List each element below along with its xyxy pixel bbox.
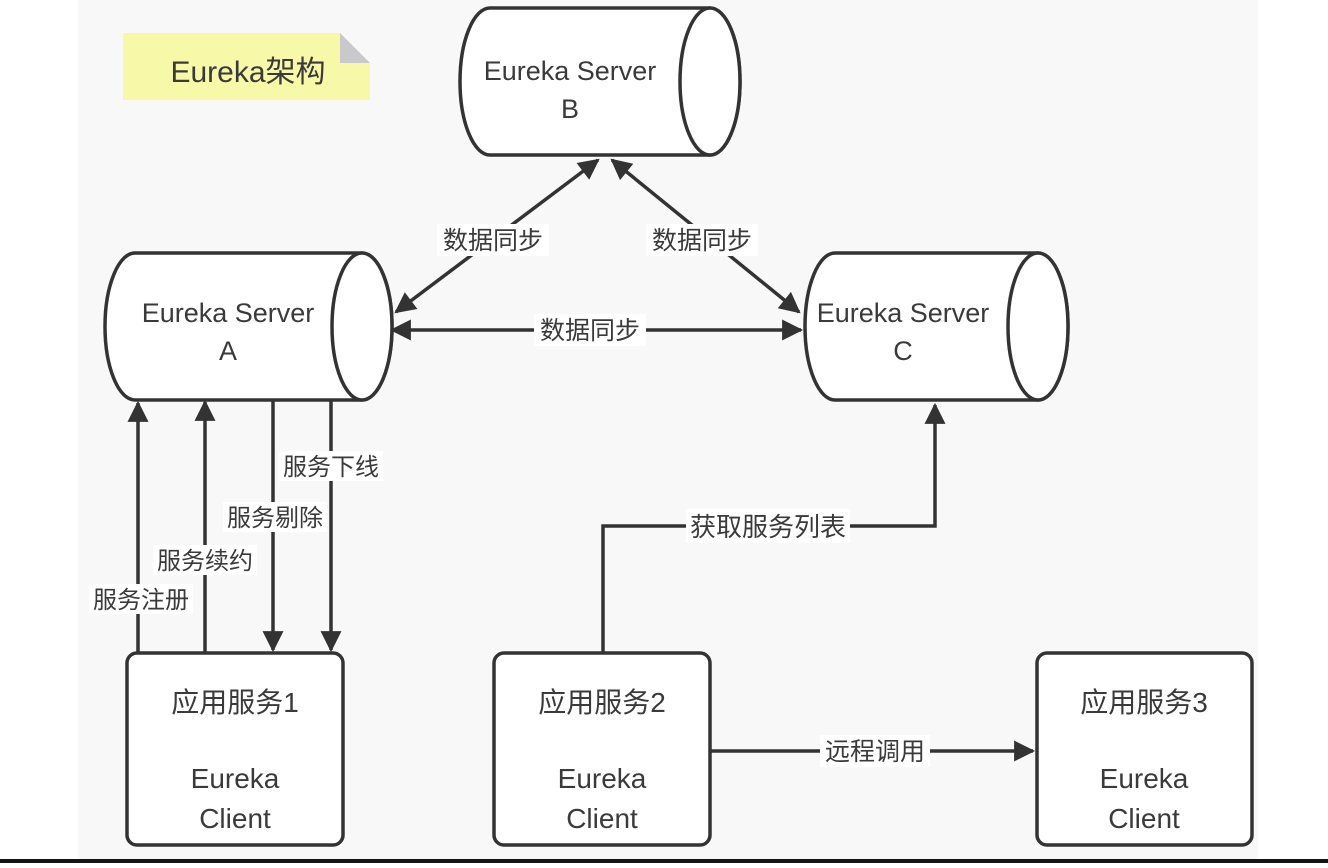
edge-label-sync-a-c: 数据同步 [534, 314, 646, 346]
node-eureka-server-a: Eureka Server A [103, 251, 394, 402]
server-id: A [219, 336, 237, 366]
edge-label-text: 服务下线 [283, 454, 379, 481]
cylinder-cap [678, 6, 742, 157]
cylinder-cap [330, 251, 394, 402]
edge-label-text: 数据同步 [443, 227, 543, 255]
server-name: Eureka Server [817, 298, 990, 328]
app-client-line1: Eureka [191, 763, 280, 794]
edge-label-sync-b-c: 数据同步 [646, 224, 758, 256]
app-box [125, 651, 345, 847]
edge-label-register: 服务注册 [89, 584, 193, 614]
bottom-divider-line [0, 859, 1328, 863]
cylinder-cap [1006, 251, 1070, 402]
app-client-line2: Client [199, 803, 271, 834]
server-id: C [893, 336, 913, 366]
app-client-line1: Eureka [1100, 763, 1189, 794]
sticky-note-fold-corner [340, 33, 370, 63]
edge-label-evict: 服务剔除 [223, 502, 327, 532]
edge-label-renew: 服务续约 [153, 545, 257, 575]
server-name: Eureka Server [484, 56, 657, 86]
app-box [1035, 651, 1254, 847]
app-client-line2: Client [1108, 803, 1180, 834]
node-app-service-3: 应用服务3 Eureka Client [1035, 651, 1254, 847]
app-title: 应用服务3 [1080, 687, 1208, 718]
label-bg [534, 314, 646, 346]
edge-label-text: 服务续约 [157, 548, 253, 575]
edge-label-text: 服务注册 [93, 587, 189, 614]
label-bg [686, 509, 850, 543]
app-client-line1: Eureka [558, 763, 647, 794]
label-bg [646, 224, 758, 256]
edge-label-text: 获取服务列表 [690, 512, 846, 542]
app-client-line2: Client [566, 803, 638, 834]
edge-label-fetch-list: 获取服务列表 [686, 509, 850, 543]
label-bg [820, 735, 930, 767]
edge-label-text: 数据同步 [652, 227, 752, 255]
node-app-service-2: 应用服务2 Eureka Client [492, 651, 712, 847]
server-id: B [561, 94, 579, 124]
edge-label-text: 服务剔除 [227, 505, 323, 532]
app-box [492, 651, 712, 847]
label-bg [437, 224, 549, 256]
label-bg [89, 584, 193, 614]
edge-label-remote-call: 远程调用 [820, 735, 930, 767]
title-sticky-note: Eureka架构 [123, 33, 370, 100]
node-app-service-1: 应用服务1 Eureka Client [125, 651, 345, 847]
label-bg [153, 545, 257, 575]
server-name: Eureka Server [142, 298, 315, 328]
label-bg [223, 502, 327, 532]
edge-label-text: 远程调用 [825, 738, 925, 766]
edge-label-sync-a-b: 数据同步 [437, 224, 549, 256]
diagram-title: Eureka架构 [170, 56, 325, 89]
edge-label-offline: 服务下线 [279, 451, 383, 481]
edge-label-text: 数据同步 [540, 317, 640, 345]
node-eureka-server-c: Eureka Server C [803, 251, 1070, 402]
label-bg [279, 451, 383, 481]
node-eureka-server-b: Eureka Server B [458, 6, 742, 157]
app-title: 应用服务2 [538, 687, 666, 718]
app-title: 应用服务1 [171, 687, 299, 718]
sticky-note-body [123, 33, 370, 100]
